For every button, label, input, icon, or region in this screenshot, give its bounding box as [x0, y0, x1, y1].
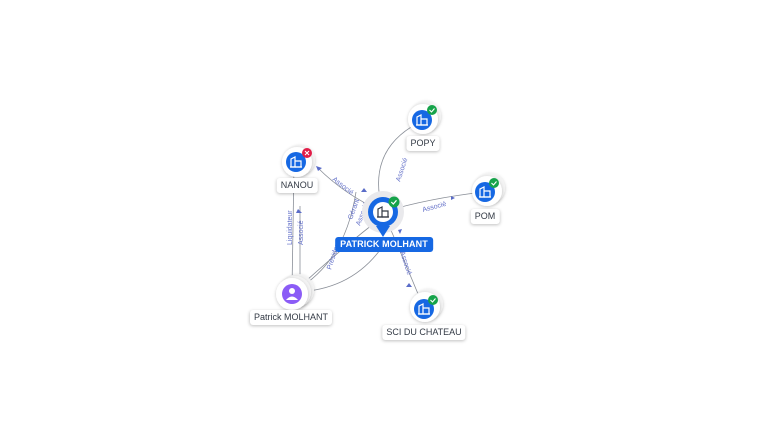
person-label[interactable]: Patrick MOLHANT	[249, 310, 333, 325]
company-node-nanou[interactable]	[282, 145, 315, 177]
edge-label-person-nanou-associe: Associé	[298, 220, 305, 245]
edge-arrows	[296, 166, 455, 287]
center-node[interactable]	[362, 191, 404, 237]
closed-status-icon	[302, 148, 312, 158]
company-node-sci[interactable]	[410, 289, 443, 322]
center-label[interactable]: PATRICK MOLHANT	[335, 237, 433, 252]
edge-label-center-nanou: Associé	[331, 176, 355, 197]
company-label-popy[interactable]: POPY	[406, 136, 440, 151]
building-icon	[479, 186, 491, 198]
edge-label-center-pom: Associé	[422, 201, 448, 214]
verified-status-icon	[428, 295, 438, 305]
company-node-popy[interactable]	[408, 101, 441, 134]
company-label-nanou[interactable]: NANOU	[276, 178, 318, 193]
verified-status-icon	[427, 105, 437, 115]
verified-status-icon	[388, 196, 400, 208]
person-node[interactable]	[276, 274, 314, 310]
building-icon	[377, 206, 389, 218]
edge-label-center-sci: Associé	[398, 250, 412, 276]
building-icon	[418, 303, 430, 315]
company-label-pom[interactable]: POM	[470, 209, 500, 224]
building-icon	[290, 156, 302, 168]
person-icon	[286, 288, 298, 300]
edge-label-center-popy: Associé	[395, 157, 409, 183]
company-node-pom[interactable]	[472, 173, 505, 206]
building-icon	[416, 114, 428, 126]
edge-label-person-nanou-liquidateur: Liquidateur	[287, 210, 294, 245]
company-label-sci[interactable]: SCI DU CHATEAU	[382, 325, 466, 340]
verified-status-icon	[489, 178, 499, 188]
